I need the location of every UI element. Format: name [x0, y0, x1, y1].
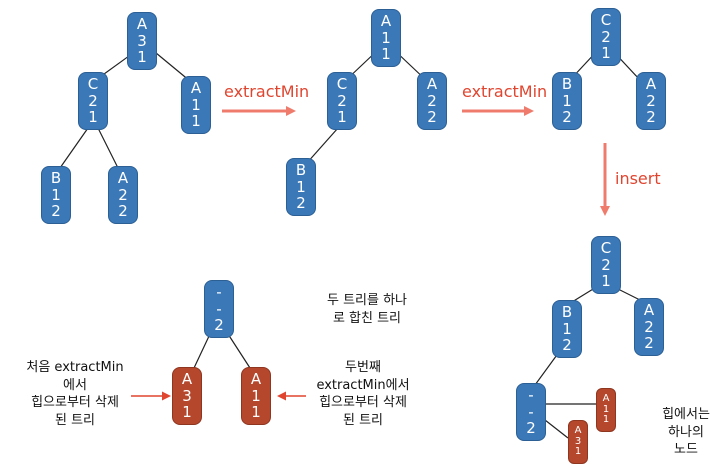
merge-caption-line-1: 두 트리를 하나	[326, 293, 408, 308]
merge-caption: 두 트리를 하나 로 합친 트리	[312, 292, 422, 327]
merged-root-node: --2	[204, 280, 234, 338]
edge	[227, 333, 251, 369]
first-removed-caption: 처음 extractMin 에서 힙으로부터 삭제 된 트리	[16, 359, 134, 429]
insert-label: insert	[615, 169, 661, 188]
edge	[97, 127, 119, 169]
second-removed-line-4: 된 트리	[342, 412, 383, 428]
one-node-line-3: 노드	[674, 442, 698, 458]
edge	[59, 127, 89, 169]
second-removed-line-1: 두번째	[345, 360, 381, 375]
tree4-new-node: --2	[516, 383, 546, 441]
first-removed-line-4: 된 트리	[54, 412, 95, 428]
extract-min-label-1: extractMin	[224, 82, 310, 101]
second-removed-line-2: extractMin에서	[316, 377, 410, 393]
edge	[193, 333, 211, 369]
second-removed-caption: 두번째 extractMin에서 힙으로부터 삭제 된 트리	[302, 359, 424, 429]
one-node-caption: 힙에서는 하나의 노드	[655, 406, 717, 459]
one-node-line-2: 하나의	[668, 424, 704, 440]
first-removed-line-3: 힙으로부터 삭제	[31, 395, 119, 411]
edge	[544, 419, 569, 439]
first-removed-line-1: 처음 extractMin	[26, 360, 124, 375]
first-removed-line-2: 에서	[63, 377, 87, 393]
second-removed-line-3: 힙으로부터 삭제	[319, 395, 407, 411]
one-node-line-1: 힙에서는	[662, 407, 710, 422]
extract-min-label-2: extractMin	[462, 82, 548, 101]
merge-caption-line-2: 로 합친 트리	[332, 310, 402, 326]
